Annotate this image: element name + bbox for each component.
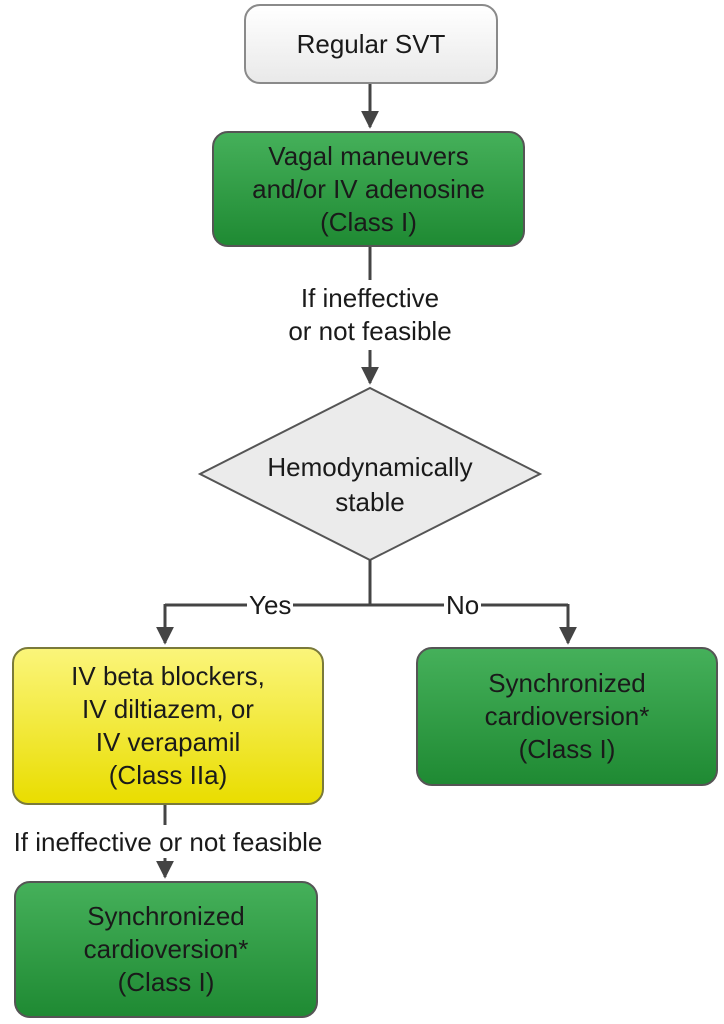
yes-label: Yes xyxy=(247,590,294,620)
final-box-line-1: Synchronized xyxy=(87,901,245,931)
step1-line-3: (Class I) xyxy=(320,206,417,237)
decision-line-2: stable xyxy=(335,487,405,517)
step1-line-1: Vagal maneuvers xyxy=(268,140,469,171)
decision-line-1: Hemodynamically xyxy=(267,452,473,482)
step1-line-2: and/or IV adenosine xyxy=(252,173,485,204)
cardioversion-node-final: Synchronized cardioversion* (Class I) xyxy=(14,881,318,1018)
decision-label: Hemodynamically stable xyxy=(200,450,540,520)
no-box-line-1: Synchronized xyxy=(488,668,646,698)
yes-box-line-3: IV verapamil xyxy=(95,727,241,757)
yes-box-line-2: IV diltiazem, or xyxy=(82,694,254,724)
edge-label-ineffective-2: If ineffective or not feasible xyxy=(13,827,323,857)
no-box-line-2: cardioversion* xyxy=(484,701,650,731)
final-box-line-3: (Class I) xyxy=(117,967,215,997)
no-label: No xyxy=(444,590,482,620)
vagal-adenosine-node: Vagal maneuvers and/or IV adenosine (Cla… xyxy=(212,131,525,247)
start-node: Regular SVT xyxy=(244,4,498,84)
edge-label-ineffective: If ineffective or not feasible xyxy=(250,282,490,348)
final-box-line-2: cardioversion* xyxy=(83,934,249,964)
edge1-line-1: If ineffective xyxy=(300,283,440,313)
edge1-line-2: or not feasible xyxy=(288,316,452,346)
cardioversion-node-unstable: Synchronized cardioversion* (Class I) xyxy=(416,647,718,786)
no-box-line-3: (Class I) xyxy=(518,734,616,764)
yes-box-line-4: (Class IIa) xyxy=(108,760,228,790)
start-label: Regular SVT xyxy=(296,28,446,59)
yes-box-line-1: IV beta blockers, xyxy=(71,661,265,691)
rate-control-node: IV beta blockers, IV diltiazem, or IV ve… xyxy=(12,647,324,805)
